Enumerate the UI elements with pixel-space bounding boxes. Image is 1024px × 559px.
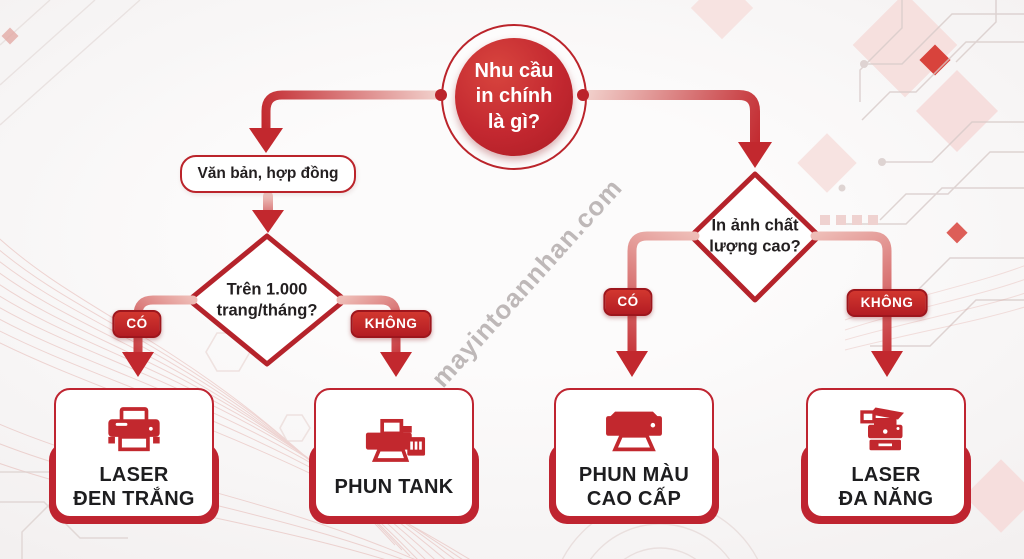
result-card-phun-tank: PHUN TANK [309,388,479,524]
result-card-laser-mfp: LASER ĐA NĂNG [801,388,971,524]
arrowhead [249,128,283,153]
yes-pill-right: CÓ [603,288,653,316]
root-question-line: là gì? [487,110,541,133]
decision-label-right: In ảnh chất lượng cao? [675,216,835,259]
arrowhead [871,351,903,377]
decision-diamond-right [688,171,822,303]
card-front: LASER ĐEN TRẮNG [54,388,214,518]
result-card-laser-bw: LASER ĐEN TRẮNG [49,388,219,524]
card-label-line: PHUN TANK [334,475,454,498]
arrowhead [122,352,154,377]
card-label: LASER ĐEN TRẮNG [73,463,195,512]
result-card-phun-mau: PHUN MÀU CAO CẤP [549,388,719,524]
card-label-line: LASER [99,463,169,486]
condition-box-documents: Văn bản, hợp đồng [180,155,356,193]
arrowhead [738,142,772,168]
decision-line: trang/tháng? [216,302,318,320]
decision-line: In ảnh chất [711,216,799,235]
yes-pill-left: CÓ [112,310,162,338]
connector-root-right [578,90,760,149]
decision-line: lượng cao? [709,238,801,256]
decision-diamond-left [186,233,348,367]
connector-dot-right [577,89,589,101]
card-label-line: PHUN MÀU [578,463,690,486]
card-front: PHUN TANK [314,388,474,518]
card-label: PHUN MÀU CAO CẤP [579,463,689,512]
card-label-line: ĐEN TRẮNG [73,488,195,510]
connector-right-yes [627,231,700,358]
connector-dot-left [435,89,447,101]
no-pill-right: KHÔNG [846,289,928,317]
laser-printer-icon [101,395,167,457]
decision-label-left: Trên 1.000 trang/tháng? [187,280,347,323]
root-question-circle: Nhu cầu in chính là gì? [455,38,573,156]
card-front: LASER ĐA NĂNG [806,388,966,518]
no-pill-left: KHÔNG [350,310,432,338]
connector-right-no [810,231,892,358]
card-label: PHUN TANK [335,475,454,499]
tank-printer-icon [360,407,428,469]
root-question-line: in chính [475,85,553,108]
decision-line: Trên 1.000 [226,280,308,299]
card-front: PHUN MÀU CAO CẤP [554,388,714,518]
arrowhead [380,352,412,377]
arrowhead [616,351,648,377]
root-question-node: Nhu cầu in chính là gì? [441,24,587,170]
card-label-line: ĐA NĂNG [838,488,934,510]
card-label-line: CAO CẤP [586,488,682,510]
arrowhead [252,210,284,233]
root-question-line: Nhu cầu [474,59,554,82]
mfp-printer-icon [856,395,916,457]
photo-printer-icon [600,395,668,457]
card-label-line: LASER [851,463,921,486]
connector-root-left [261,90,446,135]
card-label: LASER ĐA NĂNG [839,463,934,512]
